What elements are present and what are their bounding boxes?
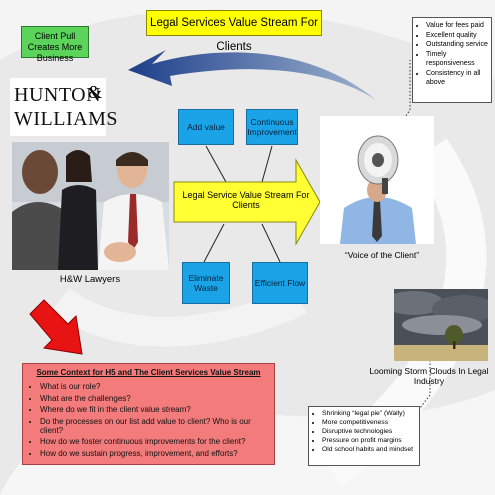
- node-eliminate-waste: Eliminate Waste: [182, 262, 230, 304]
- context-box: Some Context for H5 and The Client Servi…: [22, 363, 275, 465]
- client-wants-list: Value for fees paid Excellent quality Ou…: [412, 17, 492, 103]
- list-item: Old school habits and mindset: [322, 445, 417, 454]
- diagram-title: Legal Services Value Stream For Clients: [146, 10, 322, 53]
- list-item: Consistency in all above: [426, 69, 489, 88]
- list-item: Pressure on profit margins: [322, 436, 417, 445]
- list-item: Where do we fit in the client value stre…: [40, 405, 268, 414]
- hunton-williams-logo: HUNTON & WILLIAMS: [10, 78, 117, 136]
- client-pull-box: Client Pull Creates More Business: [21, 26, 89, 63]
- voice-of-client-label: “Voice of the Client”: [344, 250, 420, 260]
- list-item: Shrinking “legal pie” (Wally): [322, 409, 417, 418]
- value-stream-label: Legal Service Value Stream For Clients: [182, 190, 310, 210]
- list-item: What is our role?: [40, 382, 268, 391]
- list-item: How do we sustain progress, improvement,…: [40, 449, 268, 458]
- list-item: What are the challenges?: [40, 394, 268, 403]
- node-add-value: Add value: [178, 109, 234, 145]
- list-item: Disruptive technologies: [322, 427, 417, 436]
- list-item: Excellent quality: [426, 31, 489, 41]
- voice-of-client-photo: [320, 116, 434, 244]
- node-efficient-flow: Efficient Flow: [252, 262, 308, 304]
- list-item: Timely responsiveness: [426, 50, 489, 69]
- storm-clouds-photo: [394, 289, 488, 361]
- storm-clouds-label: Looming Storm Clouds In Legal Industry: [369, 366, 489, 386]
- red-arrow-icon: [29, 299, 83, 355]
- context-header: Some Context for H5 and The Client Servi…: [36, 368, 261, 377]
- storm-list: Shrinking “legal pie” (Wally) More compe…: [308, 406, 420, 466]
- lawyers-photo: [12, 142, 169, 270]
- list-item: More competitiveness: [322, 418, 417, 427]
- lawyers-label: H&W Lawyers: [59, 274, 121, 285]
- list-item: Value for fees paid: [426, 21, 489, 31]
- node-continuous-improvement: Continuous Improvement: [246, 109, 298, 145]
- list-item: How do we foster continuous improvements…: [40, 437, 268, 446]
- list-item: Do the processes on our list add value t…: [40, 417, 268, 435]
- list-item: Outstanding service: [426, 40, 489, 50]
